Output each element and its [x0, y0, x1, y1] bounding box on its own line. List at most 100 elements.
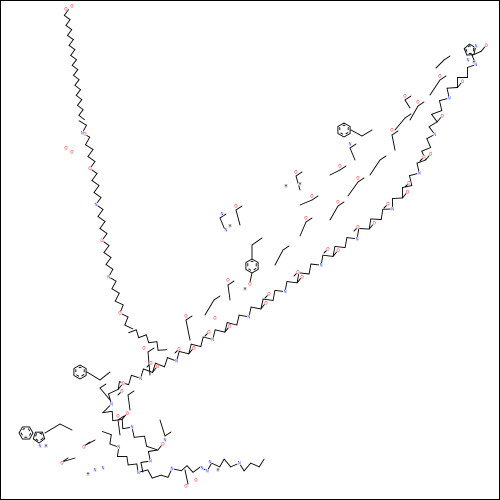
atom-O-89: O [207, 330, 210, 335]
atom-O-9: O [192, 345, 195, 350]
bond-45 [286, 281, 298, 284]
his-imidazole-ring [463, 43, 477, 56]
bond-252 [404, 99, 411, 109]
atom-O-56: O [248, 282, 251, 287]
bond-89 [121, 413, 127, 420]
bond-186 [63, 14, 71, 21]
atom-N-46: N [95, 202, 98, 207]
atom-N-58: N [475, 44, 478, 49]
atom-N-bg [207, 459, 213, 465]
bond-209 [227, 280, 235, 286]
bond-21 [142, 368, 153, 373]
atom-O-21: O [406, 189, 409, 194]
atom-N-bg [169, 466, 175, 471]
bond-39 [250, 306, 262, 310]
atom-N-34: N [238, 461, 241, 466]
atom-N-bg [37, 443, 43, 449]
atom-O-bg [440, 113, 445, 118]
atom-O-bg [69, 3, 75, 9]
bond-22 [152, 362, 156, 373]
atom-O-bg [460, 79, 465, 84]
bond-155 [91, 180, 100, 186]
bond-214 [299, 221, 307, 237]
bond-174 [73, 74, 80, 81]
bond-251 [349, 143, 357, 149]
atom-O-bg [191, 345, 196, 350]
bond-197 [86, 371, 101, 381]
phe-ring-lower-inner [75, 366, 85, 378]
atom-N-28: N [474, 62, 477, 67]
atom-N-31: N [137, 470, 140, 475]
bond-132 [124, 316, 129, 326]
bond-245 [295, 171, 303, 177]
atom-H-57: H [243, 287, 246, 292]
bond-176 [71, 64, 79, 71]
atom-N-bg [174, 359, 179, 364]
atom-N-10: N [211, 337, 214, 342]
bond-142 [105, 257, 112, 265]
atom-O-bg [233, 203, 239, 209]
bond-177 [71, 59, 77, 66]
atom-O-19: O [373, 221, 376, 226]
bond-11 [111, 410, 114, 422]
atom-N-bg [417, 171, 422, 176]
bond-183 [67, 29, 73, 36]
atom-O-bg [183, 313, 189, 319]
phe-ring-upper [337, 122, 351, 138]
atom-O-69: O [184, 314, 187, 319]
bond-167 [78, 109, 84, 116]
phe-ring-upper-inner [339, 124, 349, 136]
atom-O-29: O [485, 43, 488, 48]
atom-O-87: O [149, 361, 152, 366]
bond-136 [114, 292, 120, 302]
atom-N-20: N [391, 206, 394, 211]
atom-O-86: O [120, 389, 123, 394]
bond-72 [426, 138, 432, 148]
bond-187 [63, 9, 69, 16]
bond-53 [334, 245, 346, 249]
atom-O-bg [183, 483, 189, 489]
atom-O-95: O [407, 181, 410, 186]
bond-215 [305, 217, 313, 223]
atom-O-bg [385, 201, 391, 207]
bond-90 [117, 383, 123, 390]
bond-171 [75, 89, 81, 96]
atom-N-6: N [139, 376, 142, 381]
bond-188 [128, 329, 137, 334]
bond-218 [347, 181, 359, 197]
atom-N-40: N [94, 468, 97, 473]
atom-O-62: O [226, 278, 229, 283]
atom-N-32: N [171, 466, 174, 471]
atom-O-78: O [234, 204, 237, 209]
atom-O-bg [266, 291, 272, 297]
bond-153 [93, 192, 102, 198]
atom-O-13: O [264, 300, 267, 305]
bond-4 [146, 445, 159, 451]
atom-N-80: N [221, 212, 224, 217]
bond-52 [332, 245, 336, 257]
atom-O-50: O [70, 4, 73, 9]
atom-O-52: O [70, 150, 73, 155]
atom-H-bg [471, 59, 477, 65]
bond-47 [298, 272, 310, 275]
atom-H-bg [215, 467, 221, 473]
atom-O-bg [155, 364, 160, 369]
atom-N-bg [92, 467, 98, 473]
bond-205 [147, 347, 155, 353]
bond-228 [99, 387, 111, 401]
atom-N-bg [148, 458, 153, 464]
atom-N-bg [109, 402, 114, 407]
bond-226 [429, 79, 441, 96]
bond-265 [353, 227, 358, 232]
bond-34 [224, 322, 228, 333]
atom-O-49: O [64, 7, 67, 12]
bond-141 [105, 264, 114, 270]
atom-O-68: O [142, 346, 145, 351]
atom-O-65: O [356, 176, 359, 181]
atom-O-47: O [88, 166, 91, 171]
bond-230 [127, 394, 131, 411]
atom-N-33: N [206, 468, 209, 473]
bond-266 [383, 204, 388, 209]
bond-130 [184, 469, 189, 485]
